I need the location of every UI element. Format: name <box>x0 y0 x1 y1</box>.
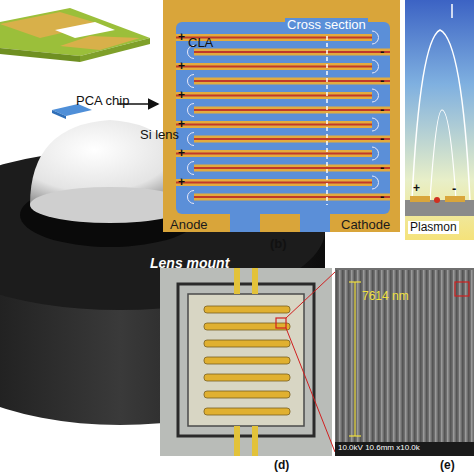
polarity-sign: + <box>178 176 185 189</box>
electrode-label: Anode <box>170 217 208 232</box>
part-label: PCA chip <box>76 94 129 108</box>
part-label: CLA <box>188 36 213 50</box>
polarity-sign: - <box>380 190 384 204</box>
part-label: Lens mount <box>150 256 229 271</box>
polarity-sign: - <box>380 45 384 59</box>
panel-letter: (d) <box>274 459 289 472</box>
polarity-sign: + <box>178 147 185 160</box>
electrode-pad: Anode <box>167 214 211 234</box>
polarity-sign: - <box>380 103 384 117</box>
polarity-sign: - <box>380 161 384 175</box>
annotation: Plasmon <box>408 221 459 234</box>
polarity-sign: + <box>413 182 420 195</box>
panel-letter: (b) <box>270 237 287 251</box>
polarity-sign: + <box>178 31 185 44</box>
section-marker: Cross section <box>285 18 368 32</box>
part-label: Si lens <box>140 128 179 142</box>
panel-letter: (e) <box>440 459 455 472</box>
annotation: 7614 nm <box>362 290 409 303</box>
polarity-sign: - <box>452 182 456 196</box>
electrode-label: Cathode <box>341 217 390 232</box>
polarity-sign: + <box>178 60 185 73</box>
annotation: 10.0kV 10.6mm x10.0k <box>338 444 420 453</box>
polarity-sign: + <box>178 118 185 131</box>
polarity-sign: - <box>380 74 384 88</box>
polarity-sign: - <box>380 132 384 146</box>
polarity-sign: + <box>178 89 185 102</box>
electrode-pad: Cathode <box>338 214 393 234</box>
